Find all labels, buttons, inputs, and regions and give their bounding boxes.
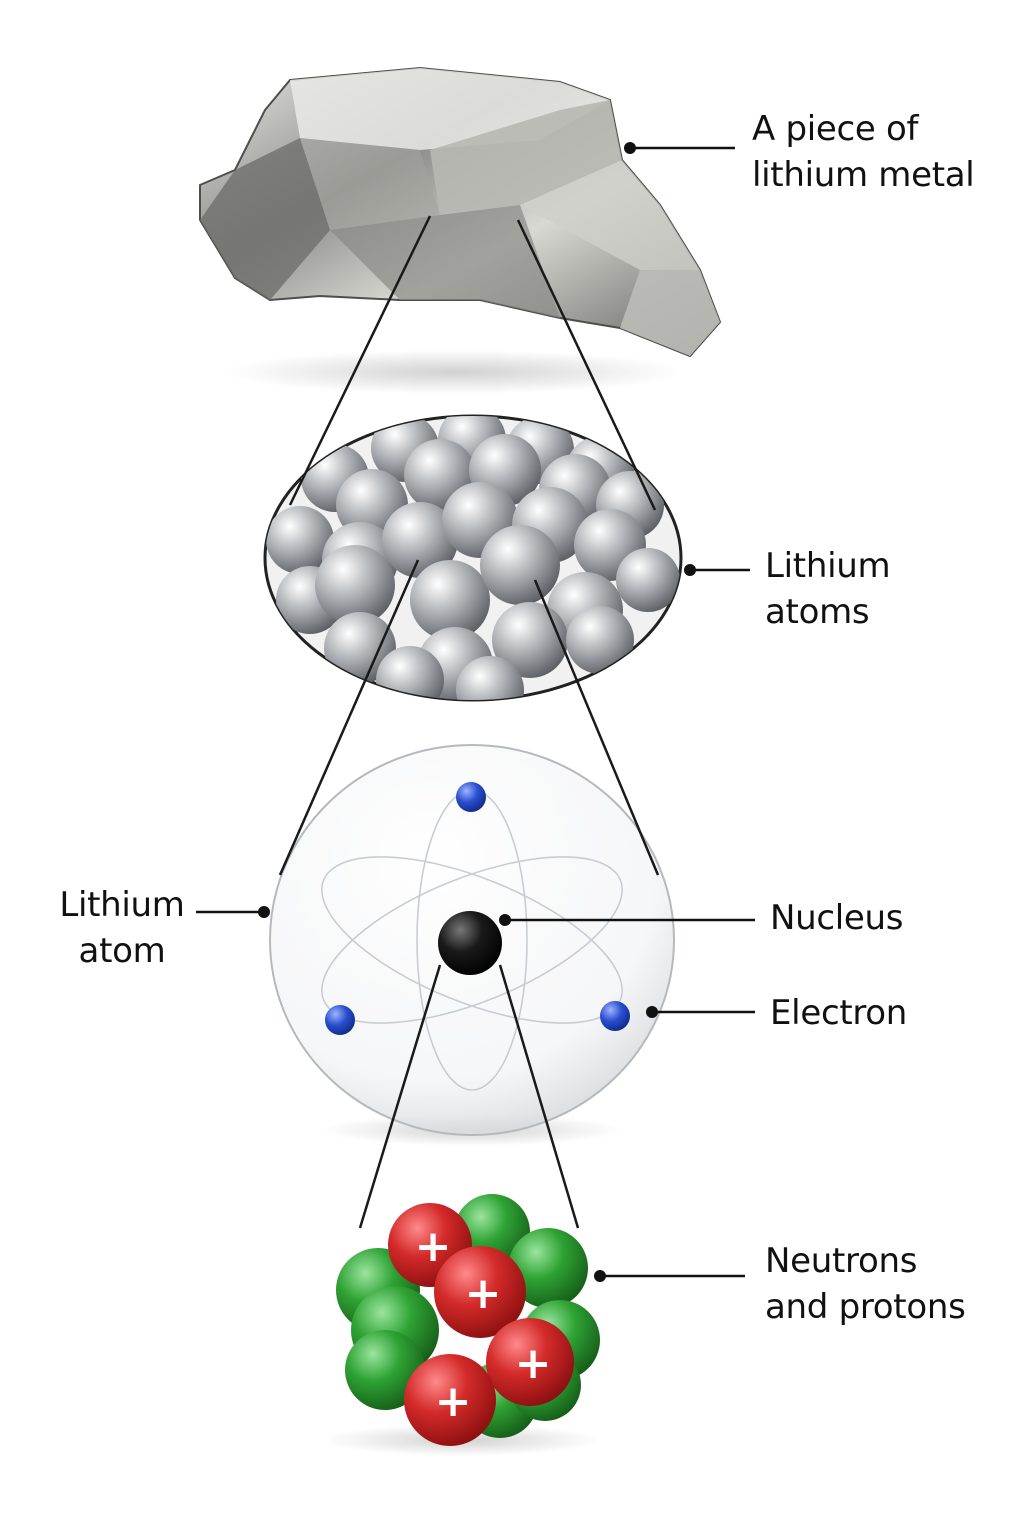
label-line: Lithium	[765, 546, 891, 586]
proton	[434, 1246, 526, 1338]
electron-orbit	[321, 856, 623, 1024]
label-line: atoms	[765, 592, 870, 632]
zoom-line	[278, 559, 420, 876]
label-electron: Electron	[770, 990, 907, 1036]
proton-plus-sign: +	[435, 1376, 472, 1427]
proton	[486, 1318, 574, 1406]
leader-dot	[646, 1006, 658, 1018]
leader-dot	[499, 914, 511, 926]
electron	[456, 782, 486, 812]
label-line: lithium metal	[752, 155, 975, 195]
lithium-atom-ball	[566, 606, 634, 674]
lithium-atom-ball	[315, 545, 395, 625]
label-line: Neutrons	[765, 1241, 918, 1281]
lithium-atom-cluster	[263, 414, 683, 702]
leader-dot	[594, 1270, 606, 1282]
electron	[600, 1001, 630, 1031]
proton-plus-sign: +	[515, 1338, 552, 1389]
lithium-atom-ball	[480, 525, 560, 605]
zoom-line	[516, 219, 657, 511]
label-line: A piece of	[752, 109, 919, 149]
lithium-atom-ball	[492, 602, 568, 678]
label-line: and protons	[765, 1287, 966, 1327]
zoom-connector-lines	[278, 215, 660, 1229]
leader-dot	[258, 906, 270, 918]
electron	[325, 1005, 355, 1035]
leader-dot	[624, 142, 636, 154]
lithium-atom-ball	[410, 560, 490, 640]
label-lithium-atoms: Lithium atoms	[765, 543, 891, 635]
label-lithium-atom: Lithium atom	[58, 882, 186, 974]
zoom-line	[288, 215, 432, 506]
label-nucleus: Nucleus	[770, 895, 904, 941]
neutron	[345, 1330, 425, 1410]
neutron	[508, 1228, 588, 1308]
zoom-line	[358, 964, 442, 1229]
zoom-line	[498, 964, 580, 1229]
proton	[404, 1354, 496, 1446]
label-lithium-metal: A piece of lithium metal	[752, 106, 975, 198]
lithium-atom-ball	[376, 646, 444, 700]
leader-lines	[196, 146, 755, 1278]
lithium-atom-ball	[324, 612, 396, 684]
nucleus	[438, 911, 502, 975]
label-line: atom	[78, 931, 166, 971]
nucleus-cluster: ++++	[322, 1194, 602, 1456]
lithium-atom-ball	[382, 502, 458, 578]
proton-plus-sign: +	[465, 1268, 502, 1319]
lithium-atom-model	[269, 744, 675, 1146]
zoom-line	[533, 579, 660, 876]
leader-dots	[258, 142, 696, 1282]
lithium-atom-ball	[266, 506, 334, 574]
lithium-metal-chunk	[199, 66, 722, 394]
label-line: Lithium	[59, 885, 185, 925]
leader-dot	[684, 564, 696, 576]
electron-orbit	[321, 856, 623, 1024]
lithium-atom-ball	[456, 656, 524, 700]
label-neutrons-protons: Neutrons and protons	[765, 1238, 966, 1330]
label-line: Electron	[770, 993, 908, 1033]
label-line: Nucleus	[770, 898, 904, 938]
lithium-atom-ball	[616, 548, 680, 612]
